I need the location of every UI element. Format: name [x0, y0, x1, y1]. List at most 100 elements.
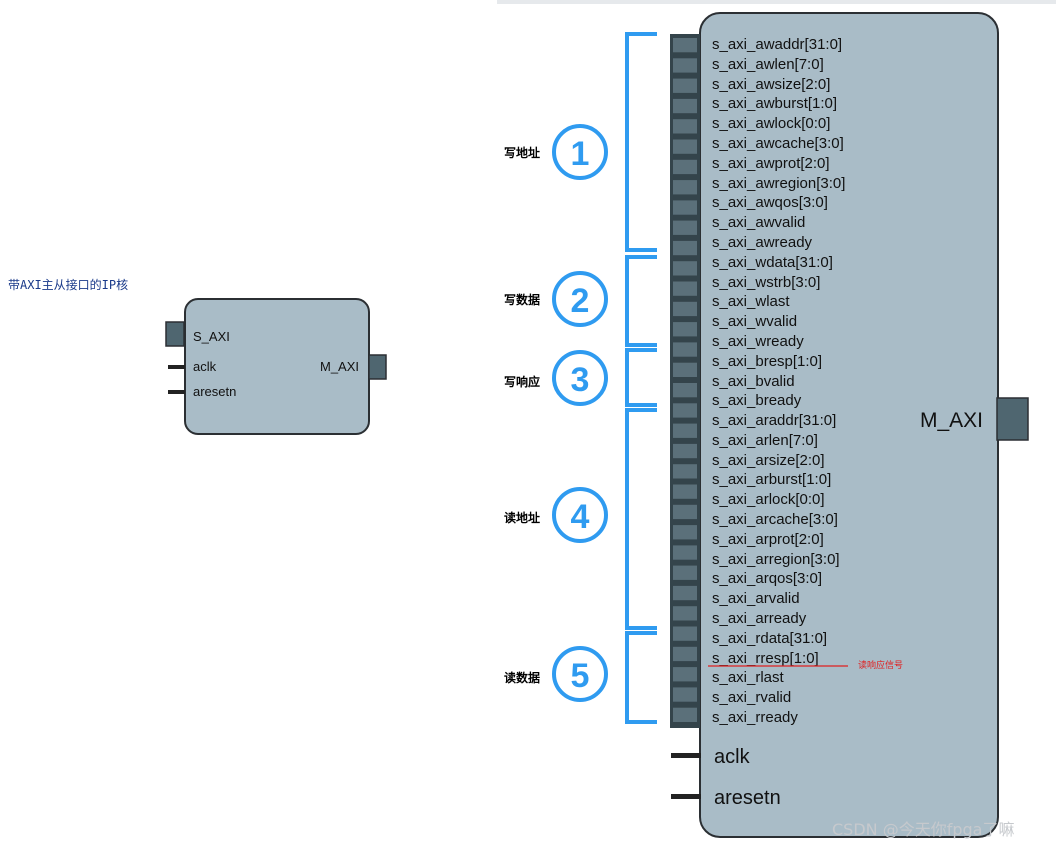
small-port-label-m-axi: M_AXI	[320, 359, 359, 374]
pin-cell	[673, 525, 697, 540]
pin-cell	[673, 687, 697, 702]
group-label-5: 读数据	[504, 670, 540, 685]
bracket-1	[625, 32, 657, 252]
pin-cell	[673, 383, 697, 398]
pin-cell	[673, 342, 697, 357]
pin-cell	[673, 423, 697, 438]
pin-cell	[673, 38, 697, 53]
small-ip-block: S_AXI aclk aresetn M_AXI	[165, 298, 387, 435]
signal-label: s_axi_wstrb[3:0]	[712, 274, 820, 291]
big-ip-block: M_AXI aclk aresetn s_axi_awaddr[31:0]s_a…	[670, 12, 1029, 838]
group-label-2: 写数据	[504, 292, 540, 307]
group-2: 2 写数据	[504, 255, 657, 347]
signal-label: s_axi_awvalid	[712, 214, 805, 231]
pin-cell	[673, 78, 697, 93]
pin-cell	[673, 58, 697, 73]
small-aclk-pin	[168, 365, 185, 369]
signal-label: s_axi_bvalid	[712, 373, 795, 390]
pin-cell	[673, 322, 697, 337]
bracket-5	[625, 631, 657, 724]
signal-label: s_axi_bresp[1:0]	[712, 353, 822, 370]
bracket-3	[625, 348, 657, 407]
pin-cell	[673, 139, 697, 154]
group-3: 3 写响应	[504, 348, 657, 407]
signal-label: s_axi_bready	[712, 392, 802, 409]
signal-label: s_axi_arprot[2:0]	[712, 531, 824, 548]
signal-label: s_axi_awlen[7:0]	[712, 56, 824, 73]
annotation-text: 读响应信号	[858, 659, 903, 670]
pin-cell	[673, 281, 697, 296]
signal-label: s_axi_arqos[3:0]	[712, 570, 822, 587]
pin-cell	[673, 98, 697, 114]
signal-pin-cells	[673, 38, 697, 722]
signal-label: s_axi_awqos[3:0]	[712, 194, 828, 211]
group-number-3: 3	[571, 361, 590, 399]
pin-cell	[673, 667, 697, 682]
pin-cell	[673, 159, 697, 175]
group-circle-4	[552, 487, 608, 543]
group-label-1: 写地址	[504, 145, 540, 160]
pin-cell	[673, 180, 697, 195]
top-border-strip	[497, 0, 1056, 4]
signal-label: s_axi_wdata[31:0]	[712, 254, 833, 271]
signal-label: s_axi_awlock[0:0]	[712, 115, 830, 132]
rresp-annotation: 读响应信号	[708, 659, 903, 670]
bracket-2	[625, 255, 657, 347]
big-port-label-m-axi: M_AXI	[920, 409, 983, 432]
big-aclk-pin	[671, 753, 701, 758]
signal-label: s_axi_awprot[2:0]	[712, 155, 830, 172]
pin-cell	[673, 646, 697, 662]
bracket-4	[625, 408, 657, 630]
group-number-4: 4	[571, 498, 590, 536]
signal-label: s_axi_awregion[3:0]	[712, 175, 845, 192]
pin-cell	[673, 545, 697, 560]
signal-label: s_axi_arlock[0:0]	[712, 491, 825, 508]
signal-label-list: s_axi_awaddr[31:0]s_axi_awlen[7:0]s_axi_…	[712, 36, 845, 726]
pin-cell	[673, 484, 697, 499]
group-label-3: 写响应	[504, 374, 540, 389]
signal-label: s_axi_arregion[3:0]	[712, 551, 840, 568]
group-1: 1 写地址	[504, 32, 657, 252]
pin-cell	[673, 200, 697, 215]
left-caption: 带AXI主从接口的IP核	[8, 278, 129, 292]
group-label-4: 读地址	[504, 510, 540, 525]
signal-label: s_axi_arlen[7:0]	[712, 432, 818, 449]
signal-label: s_axi_wready	[712, 333, 804, 350]
signal-label: s_axi_rresp[1:0]	[712, 650, 819, 667]
group-number-2: 2	[571, 282, 590, 320]
group-number-1: 1	[571, 135, 590, 173]
signal-label: s_axi_rlast	[712, 669, 785, 686]
small-m-axi-port	[368, 354, 387, 380]
signal-label: s_axi_wvalid	[712, 313, 797, 330]
small-port-label-s-axi: S_AXI	[193, 329, 230, 344]
signal-pin-stack	[670, 34, 700, 728]
signal-label: s_axi_wlast	[712, 293, 790, 310]
signal-label: s_axi_arvalid	[712, 590, 800, 607]
signal-label: s_axi_arcache[3:0]	[712, 511, 838, 528]
pin-cell	[673, 119, 697, 134]
pin-cell	[673, 301, 697, 317]
big-m-axi-port	[996, 397, 1029, 441]
small-s-axi-port	[165, 321, 185, 347]
signal-label: s_axi_awsize[2:0]	[712, 76, 830, 93]
group-circle-1	[552, 124, 608, 180]
signal-label: s_axi_rready	[712, 709, 798, 726]
pin-cell	[673, 585, 697, 601]
pin-cell	[673, 443, 697, 459]
signal-label: s_axi_awcache[3:0]	[712, 135, 844, 152]
small-aresetn-pin	[168, 390, 185, 394]
pin-cell	[673, 606, 697, 621]
pin-cell	[673, 707, 697, 722]
signal-label: s_axi_awready	[712, 234, 813, 251]
group-4: 4 读地址	[504, 408, 657, 630]
group-circle-3	[552, 350, 608, 406]
watermark: CSDN @今天你fpga了嘛	[832, 820, 1015, 839]
group-number-5: 5	[571, 657, 590, 695]
signal-label: s_axi_rvalid	[712, 689, 791, 706]
pin-cell	[673, 362, 697, 377]
group-circle-5	[552, 646, 608, 702]
signal-label: s_axi_arsize[2:0]	[712, 452, 825, 469]
signal-label: s_axi_awburst[1:0]	[712, 95, 837, 112]
pin-cell	[673, 403, 697, 418]
